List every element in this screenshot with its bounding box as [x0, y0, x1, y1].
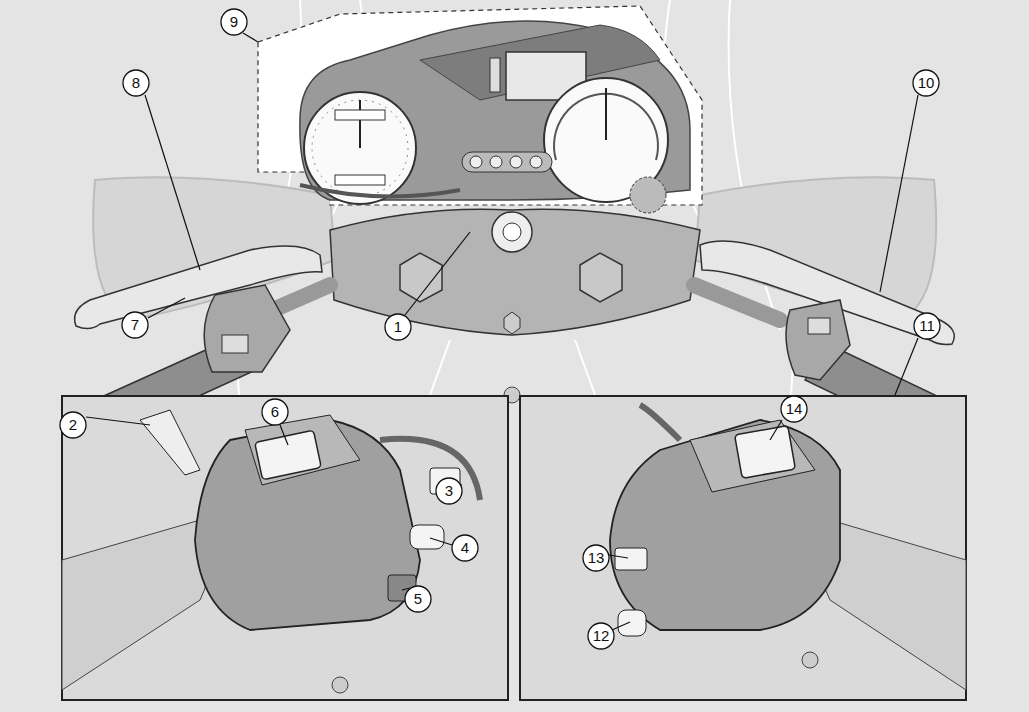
lamp: [510, 156, 522, 168]
passing-trigger: [140, 410, 200, 475]
callout-circle: [221, 9, 247, 35]
inset-grip: [62, 520, 210, 690]
callout-number: 14: [781, 396, 807, 422]
lamp: [530, 156, 542, 168]
leader-line: [280, 425, 288, 445]
left-inset-frame: [62, 396, 508, 700]
reservoir-cap: [630, 177, 666, 213]
warning-lamps: [470, 156, 542, 168]
inset-switch-top: [245, 415, 360, 485]
right-handlebar: [694, 285, 780, 320]
callout-circle: [262, 399, 288, 425]
dimmer-switch: [255, 430, 322, 480]
leader-line: [612, 622, 630, 630]
callout-circle: [913, 70, 939, 96]
fork-nut: [580, 253, 622, 302]
frame-line: [430, 340, 595, 395]
callout-circle: [781, 396, 807, 422]
inset-throttle: [820, 520, 966, 690]
speedometer-scale: [312, 100, 408, 196]
switch-button: [808, 318, 830, 334]
leader-line: [770, 420, 782, 440]
callout-number: 6: [262, 399, 288, 425]
front-brake-lever: [700, 241, 954, 345]
leader-line: [86, 417, 150, 425]
right-inset-drawing: [610, 405, 966, 690]
lamp: [490, 156, 502, 168]
right-switch-housing: [786, 300, 850, 380]
leader-line: [243, 33, 258, 42]
callout-number: 9: [221, 9, 247, 35]
start-button: [618, 610, 646, 636]
callout-number: 11: [914, 313, 940, 339]
callout-circle: [583, 545, 609, 571]
inset-cable: [640, 405, 680, 440]
stem-nut: [504, 312, 520, 334]
trip-meter: [335, 175, 385, 185]
inset-screw: [802, 652, 818, 668]
callout-circle: [122, 312, 148, 338]
inset-switch-body: [610, 420, 840, 630]
leader-line: [895, 338, 918, 395]
callout-number: 7: [122, 312, 148, 338]
triple-clamp: [330, 209, 700, 335]
callout-number: 8: [123, 70, 149, 96]
callout-circle: [405, 586, 431, 612]
callout-circle: [436, 478, 462, 504]
leader-line: [609, 555, 628, 558]
inset-screw: [332, 677, 348, 693]
engine-stop-switch: [735, 426, 796, 479]
callout-number: 13: [583, 545, 609, 571]
left-switch-housing: [204, 285, 290, 372]
callout-number: 2: [60, 412, 86, 438]
warning-lights: [462, 152, 552, 172]
callout-circles: [60, 9, 940, 649]
leader-lines: [86, 33, 918, 630]
leader-line: [405, 232, 470, 315]
leader-line: [145, 95, 200, 270]
callout-number: 10: [913, 70, 939, 96]
callout-number: 5: [405, 586, 431, 612]
callout-circle: [123, 70, 149, 96]
leader-line: [880, 95, 918, 292]
callout-circle: [452, 535, 478, 561]
headlight-switch: [615, 548, 647, 570]
ignition-switch: [492, 212, 532, 252]
ignition-keyhole: [503, 223, 521, 241]
callout-circle: [60, 412, 86, 438]
indicator-strip: [490, 58, 500, 92]
left-inset-drawing: [62, 410, 480, 693]
inset-cable: [380, 439, 480, 500]
odometer: [335, 110, 385, 120]
leader-line: [148, 298, 185, 318]
right-inset-frame: [520, 396, 966, 700]
horn-button: [410, 525, 444, 549]
clutch-lever: [75, 246, 322, 329]
callout-circle: [914, 313, 940, 339]
cable: [300, 185, 460, 196]
speedometer: [304, 92, 416, 204]
callout-circle: [588, 623, 614, 649]
cluster-dashed-outline: [258, 6, 702, 205]
needle: [359, 100, 361, 148]
leader-line: [430, 538, 452, 545]
inset-switch-top: [690, 420, 815, 492]
lamp: [470, 156, 482, 168]
callout-number: 4: [452, 535, 478, 561]
switch-button: [222, 335, 248, 353]
callout-number: 12: [588, 623, 614, 649]
needle: [605, 88, 607, 140]
callout-number: 1: [385, 314, 411, 340]
callout-number: 3: [436, 478, 462, 504]
inset-switch-body: [195, 420, 420, 630]
callout-circle: [385, 314, 411, 340]
